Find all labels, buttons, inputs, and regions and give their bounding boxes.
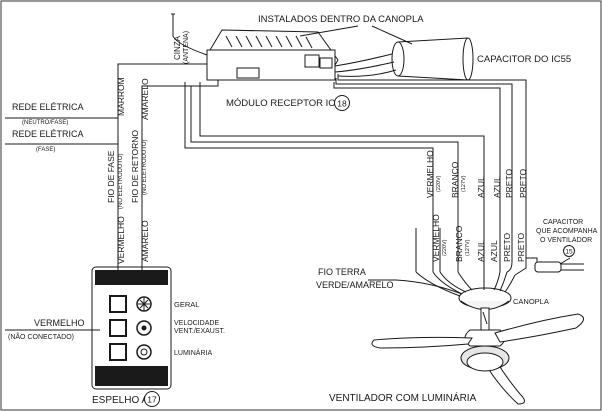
wire-label-bottom-3: AZUL bbox=[489, 240, 499, 262]
label-rede-fase: REDE ELÉTRICA bbox=[12, 129, 84, 139]
label-fio-fase: FIO DE FASE bbox=[106, 150, 116, 203]
label-fio-retorno-sub: (NO ELETRODUTO) bbox=[142, 139, 148, 195]
ic55-capacitor bbox=[391, 37, 474, 81]
label-espelho-num: 17 bbox=[147, 395, 157, 405]
fan-capacitor bbox=[526, 257, 584, 273]
label-antena-sub: (ANTENA) bbox=[183, 31, 190, 64]
wire-label-top-2: AZUL bbox=[476, 176, 486, 198]
button-luminaria[interactable] bbox=[109, 343, 152, 361]
wire-label-bottom-5: PRETO bbox=[516, 232, 526, 262]
label-rede-neutro: REDE ELÉTRICA bbox=[12, 102, 84, 112]
label-capacitor-ic55: CAPACITOR DO IC55 bbox=[477, 54, 571, 65]
switch-plate bbox=[91, 266, 172, 390]
label-vent-exaust: VENT./EXAUST. bbox=[174, 328, 225, 335]
wire-label-top-sub-0: (220V) bbox=[436, 175, 442, 192]
wire-label-top-sub-1: (127V) bbox=[461, 175, 467, 192]
label-modulo-num: 18 bbox=[337, 99, 347, 109]
label-fio-terra: FIO TERRA bbox=[318, 267, 366, 277]
button-velocidade[interactable] bbox=[109, 319, 152, 337]
wire-label-bottom-4: PRETO bbox=[502, 232, 512, 262]
wire-label-top-3: AZUL bbox=[492, 176, 502, 198]
button-geral[interactable] bbox=[109, 295, 152, 313]
label-instalados: INSTALADOS DENTRO DA CANOPLA bbox=[258, 14, 424, 25]
label-velocidade: VELOCIDADE bbox=[174, 320, 219, 327]
receiver-module bbox=[206, 29, 339, 81]
label-marrom: MARROM bbox=[116, 77, 126, 116]
wire-label-bottom-sub-1: (127V) bbox=[465, 239, 471, 256]
wire-label-bottom-1: BRANCO bbox=[454, 225, 464, 262]
wire-label-top-5: PRETO bbox=[518, 168, 528, 198]
label-capacitor-fan-1: CAPACITOR bbox=[543, 219, 583, 226]
wire-label-top-1: BRANCO bbox=[450, 161, 460, 198]
ceiling-fan bbox=[371, 287, 584, 405]
label-rede-fase-sub: (FASE) bbox=[36, 147, 55, 153]
wire-label-bottom-2: AZUL bbox=[476, 240, 486, 262]
wire-label-top-4: PRETO bbox=[504, 168, 514, 198]
brand-logo: olivo bbox=[150, 373, 165, 380]
label-amarelo-top: AMARELO bbox=[140, 78, 150, 120]
label-canopla: CANOPLA bbox=[513, 297, 549, 306]
label-ventilador: VENTILADOR COM LUMINÁRIA bbox=[329, 391, 477, 404]
label-capacitor-fan-2: QUE ACOMPANHA bbox=[536, 228, 598, 235]
label-nao-conectado: (NÃO CONECTADO) bbox=[8, 332, 74, 341]
label-vermelho-side: VERMELHO bbox=[34, 318, 85, 328]
label-espelho: ESPELHO A bbox=[92, 395, 148, 406]
label-modulo: MÓDULO RECEPTOR IC55 bbox=[226, 98, 346, 109]
wire-bundle-output bbox=[184, 74, 527, 273]
wire-brown-to-fase bbox=[117, 63, 207, 235]
label-antena: CINZA bbox=[173, 35, 182, 60]
label-rede-neutro-sub: (NEUTRO/FASE) bbox=[22, 120, 68, 126]
wire-label-bottom-0: VERMELHO bbox=[431, 214, 441, 262]
label-vermelho-sw: VERMELHO bbox=[116, 216, 126, 264]
wire-label-top-0: VERMELHO bbox=[425, 150, 435, 198]
antenna-wire bbox=[172, 24, 208, 56]
label-capacitor-fan-3: O VENTILADOR bbox=[540, 237, 592, 244]
label-fio-fase-sub: (NO ELETRODUTO) bbox=[118, 153, 124, 209]
wire-label-bottom-sub-0: (220V) bbox=[442, 239, 448, 256]
label-fio-retorno: FIO DE RETORNO bbox=[130, 130, 140, 203]
label-verde-amarelo: VERDE/AMARELO bbox=[316, 280, 394, 290]
label-amarelo-sw: AMARELO bbox=[140, 220, 150, 262]
wire-yellow-to-retorno bbox=[141, 80, 219, 235]
label-luminaria-btn: LUMINÁRIA bbox=[174, 348, 212, 357]
label-geral: GERAL bbox=[174, 300, 199, 309]
label-capacitor-fan-num: 15 bbox=[565, 249, 573, 256]
